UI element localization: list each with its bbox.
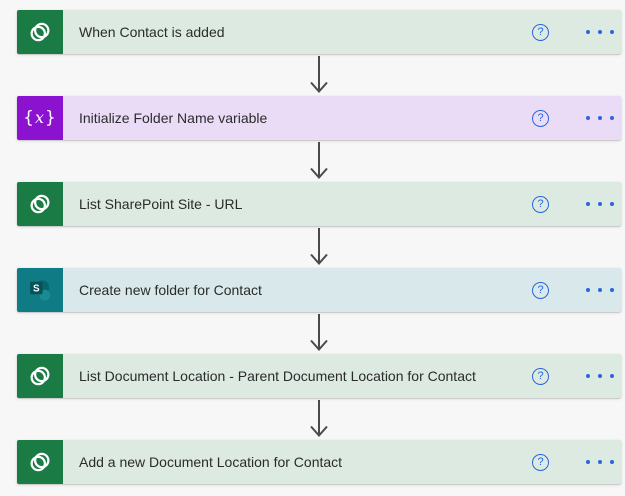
menu-ellipsis-icon[interactable] bbox=[583, 198, 617, 210]
connector-tile: S bbox=[17, 268, 63, 312]
step-title: When Contact is added bbox=[79, 24, 225, 40]
help-icon[interactable]: ? bbox=[532, 195, 549, 213]
ellipsis-dot bbox=[610, 30, 614, 34]
flow-connector bbox=[17, 54, 621, 96]
ellipsis-dot bbox=[598, 374, 602, 378]
ellipsis-dot bbox=[598, 288, 602, 292]
help-icon[interactable]: ? bbox=[532, 109, 549, 127]
flow-step-card[interactable]: Add a new Document Location for Contact … bbox=[17, 440, 621, 484]
ellipsis-dot bbox=[598, 116, 602, 120]
ellipsis-dot bbox=[586, 202, 590, 206]
ellipsis-dot bbox=[586, 288, 590, 292]
dataverse-icon bbox=[30, 366, 50, 386]
flow-connector bbox=[17, 226, 621, 268]
ellipsis-dot bbox=[586, 374, 590, 378]
step-title: Add a new Document Location for Contact bbox=[79, 454, 343, 470]
menu-ellipsis-icon[interactable] bbox=[583, 370, 617, 382]
flow-step-card[interactable]: List Document Location - Parent Document… bbox=[17, 354, 621, 398]
connector-tile bbox=[17, 354, 63, 398]
flow-connector bbox=[17, 312, 621, 354]
menu-ellipsis-icon[interactable] bbox=[583, 284, 617, 296]
sharepoint-icon: S bbox=[29, 279, 50, 301]
ellipsis-dot bbox=[586, 30, 590, 34]
flow-step-card[interactable]: {x} Initialize Folder Name variable ? bbox=[17, 96, 621, 140]
flow-step-card[interactable]: List SharePoint Site - URL ? bbox=[17, 182, 621, 226]
flow-step-card[interactable]: When Contact is added ? bbox=[17, 10, 621, 54]
connector-tile bbox=[17, 182, 63, 226]
step-title: Initialize Folder Name variable bbox=[79, 110, 268, 126]
variable-icon: {x} bbox=[23, 108, 57, 128]
dataverse-icon bbox=[30, 22, 50, 42]
dataverse-icon bbox=[30, 194, 50, 214]
menu-ellipsis-icon[interactable] bbox=[583, 26, 617, 38]
arrow-down-icon bbox=[310, 142, 328, 180]
arrow-down-icon bbox=[310, 228, 328, 266]
help-icon[interactable]: ? bbox=[532, 23, 549, 41]
arrow-down-icon bbox=[310, 400, 328, 438]
step-title: List Document Location - Parent Document… bbox=[79, 368, 476, 384]
step-title: Create new folder for Contact bbox=[79, 282, 262, 298]
ellipsis-dot bbox=[586, 116, 590, 120]
arrow-down-icon bbox=[310, 56, 328, 94]
connector-tile bbox=[17, 10, 63, 54]
flow-connector bbox=[17, 398, 621, 440]
arrow-down-icon bbox=[310, 314, 328, 352]
ellipsis-dot bbox=[586, 460, 590, 464]
connector-tile bbox=[17, 440, 63, 484]
ellipsis-dot bbox=[598, 30, 602, 34]
ellipsis-dot bbox=[610, 116, 614, 120]
menu-ellipsis-icon[interactable] bbox=[583, 112, 617, 124]
dataverse-icon bbox=[30, 452, 50, 472]
help-icon[interactable]: ? bbox=[532, 367, 549, 385]
ellipsis-dot bbox=[610, 288, 614, 292]
flow-connector bbox=[17, 140, 621, 182]
ellipsis-dot bbox=[610, 460, 614, 464]
flow-step-card[interactable]: S Create new folder for Contact ? bbox=[17, 268, 621, 312]
step-title: List SharePoint Site - URL bbox=[79, 196, 243, 212]
flow-canvas: When Contact is added ? {x} Initialize F… bbox=[17, 10, 621, 484]
ellipsis-dot bbox=[598, 460, 602, 464]
ellipsis-dot bbox=[610, 374, 614, 378]
menu-ellipsis-icon[interactable] bbox=[583, 456, 617, 468]
svg-text:S: S bbox=[33, 283, 40, 294]
help-icon[interactable]: ? bbox=[532, 453, 549, 471]
connector-tile: {x} bbox=[17, 96, 63, 140]
ellipsis-dot bbox=[610, 202, 614, 206]
ellipsis-dot bbox=[598, 202, 602, 206]
help-icon[interactable]: ? bbox=[532, 281, 549, 299]
